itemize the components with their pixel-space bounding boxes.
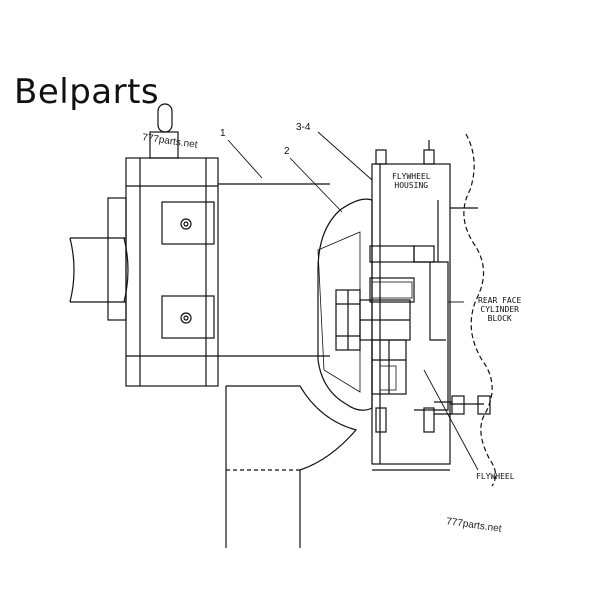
- label-rear-face-line1: REAR FACE: [478, 296, 522, 305]
- label-flywheel-housing-line1: FLYWHEEL: [392, 172, 431, 181]
- cylinder-block: [434, 133, 497, 487]
- label-rear-face-line3: BLOCK: [487, 314, 512, 323]
- callout-1: 1: [220, 128, 226, 139]
- pump-body: [107, 103, 219, 387]
- leader-lines: [227, 131, 479, 471]
- callout-2: 2: [284, 146, 290, 157]
- label-rear-face-cylinder-block: REAR FACE CYLINDER BLOCK: [478, 296, 521, 323]
- flywheel-housing: [317, 140, 451, 465]
- flywheel-coupling: [335, 200, 449, 411]
- housing-bolts: [372, 407, 450, 471]
- label-flywheel-housing: FLYWHEEL HOUSING: [392, 172, 431, 190]
- input-shaft: [69, 237, 129, 303]
- callout-3-4: 3-4: [296, 122, 311, 133]
- label-rear-face-line2: CYLINDER: [480, 305, 519, 314]
- label-flywheel-housing-line2: HOUSING: [394, 181, 429, 190]
- brand-logo-text: Belparts: [14, 72, 160, 112]
- label-flywheel: FLYWHEEL: [476, 472, 515, 481]
- adapter-housing: [218, 183, 358, 548]
